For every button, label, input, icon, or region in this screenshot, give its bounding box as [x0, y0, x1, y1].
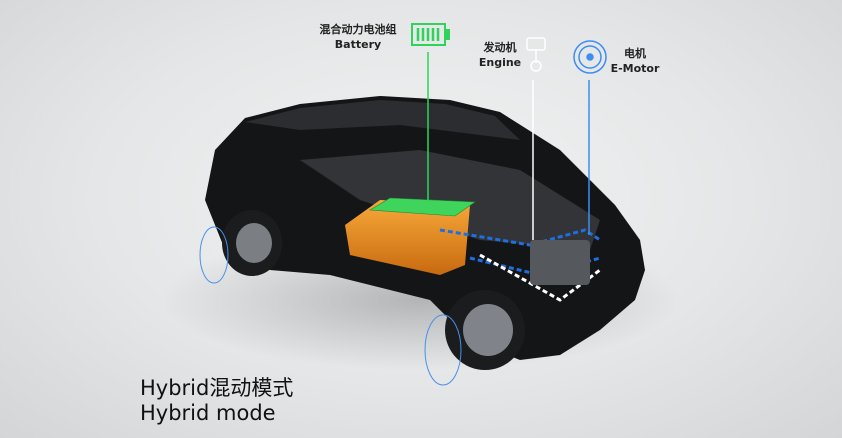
motor-label-en: E-Motor: [610, 62, 660, 75]
mode-caption-zh: Hybrid混动模式: [140, 376, 294, 400]
battery-label-zh: 混合动力电池组: [319, 23, 397, 36]
mode-caption: Hybrid混动模式 Hybrid mode: [140, 376, 293, 426]
piston-icon: [526, 37, 546, 72]
battery-pack: [345, 200, 470, 275]
rear-wheel: [199, 210, 282, 284]
battery-icon: [411, 23, 450, 46]
motor-label-zh: 电机: [624, 47, 646, 60]
engine-block: [530, 240, 590, 285]
engine-line: [479, 253, 601, 302]
front-wheel: [424, 290, 525, 386]
car-roof-glass: [245, 100, 520, 140]
car-interior: [300, 150, 600, 250]
battery-label-en: Battery: [334, 38, 382, 51]
battery-label: 混合动力电池组 Battery: [318, 22, 398, 52]
motor-fan-icon: [573, 40, 607, 74]
engine-label-zh: 发动机: [483, 41, 517, 54]
battery-cells: [369, 197, 476, 217]
mode-caption-en: Hybrid mode: [140, 401, 276, 425]
engine-label-en: Engine: [478, 56, 522, 69]
engine-label: 发动机 Engine: [474, 40, 526, 70]
motor-label: 电机 E-Motor: [606, 46, 664, 76]
